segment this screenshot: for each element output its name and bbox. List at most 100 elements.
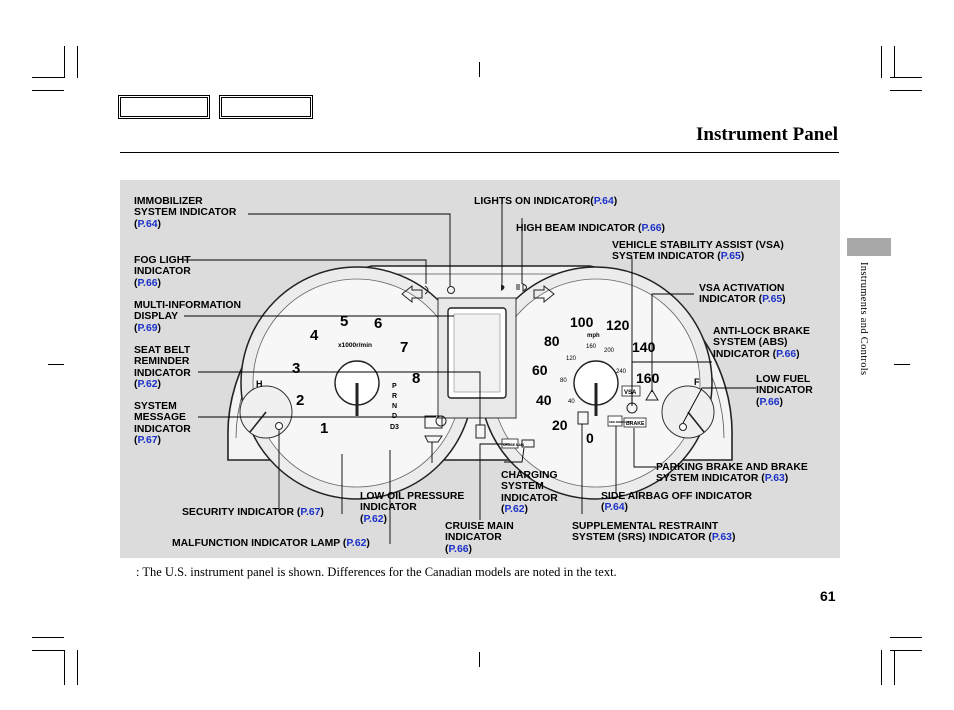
kmh-200: 200 xyxy=(604,348,615,354)
tach-num-8: 8 xyxy=(412,370,420,387)
tach-num-1: 1 xyxy=(320,420,328,437)
crop-mark xyxy=(64,46,65,78)
speed-num-80: 80 xyxy=(544,333,560,349)
crop-mark xyxy=(32,650,64,651)
srs-icon xyxy=(577,411,589,425)
speed-num-20: 20 xyxy=(552,417,568,433)
gear-d3: D3 xyxy=(390,424,399,431)
crop-mark xyxy=(894,364,910,365)
security-label: SECURITY INDICATOR (P.67) xyxy=(182,507,324,518)
system-message-icon xyxy=(435,415,447,427)
cruise-text: CRUISE MAIN xyxy=(503,443,525,447)
section-tab xyxy=(847,238,891,256)
crop-mark xyxy=(890,637,922,638)
seat-belt-label: SEAT BELT REMINDER INDICATOR (P.62) xyxy=(134,345,191,391)
tach-num-4: 4 xyxy=(310,327,319,344)
tach-num-2: 2 xyxy=(296,392,304,409)
malfunction-label: MALFUNCTION INDICATOR LAMP (P.62) xyxy=(172,538,370,549)
brake-icon xyxy=(623,417,647,428)
lights-on-label: LIGHTS ON INDICATOR(P.64) xyxy=(474,196,618,207)
temp-h: H xyxy=(256,379,263,389)
charging-icon xyxy=(521,439,535,448)
tach-num-7: 7 xyxy=(400,339,408,356)
fog-light-label: FOG LIGHT INDICATOR (P.66) xyxy=(134,255,191,289)
kmh-40: 40 xyxy=(568,399,575,405)
crop-mark xyxy=(32,90,64,91)
crop-mark xyxy=(32,77,64,78)
crop-mark xyxy=(77,46,78,78)
malfunction-icon xyxy=(424,415,443,429)
tach-unit: x1000r/min xyxy=(338,342,372,349)
low-fuel-icon xyxy=(679,423,687,431)
high-beam-icon xyxy=(516,283,527,292)
vsa-icon xyxy=(621,385,641,397)
right-turn-arrow-icon xyxy=(533,284,555,304)
cruise-main-icon xyxy=(501,438,519,449)
crop-mark xyxy=(894,650,895,685)
header-tab-box xyxy=(219,95,313,119)
kmh-120: 120 xyxy=(566,356,577,362)
srs-label: SUPPLEMENTAL RESTRAINT SYSTEM (SRS) INDI… xyxy=(572,521,736,544)
instrument-panel-figure: 1 2 3 4 5 6 7 8 x1000r/min P R N D D3 H … xyxy=(120,180,840,558)
vsa-activation-icon xyxy=(645,389,659,401)
crop-mark xyxy=(881,650,882,685)
speed-num-60: 60 xyxy=(532,362,548,378)
crop-mark xyxy=(479,62,480,77)
gear-p: P xyxy=(392,383,397,390)
side-airbag-off-icon xyxy=(607,415,623,427)
speed-num-40: 40 xyxy=(536,392,552,408)
kmh-240: 240 xyxy=(616,369,627,375)
multi-info-label: MULTI-INFORMATION DISPLAY (P.69) xyxy=(134,300,241,334)
fuel-f: F xyxy=(694,377,700,387)
brake-text: BRAKE xyxy=(626,421,645,427)
crop-mark xyxy=(32,637,64,638)
crop-mark xyxy=(881,46,882,78)
crop-mark xyxy=(479,652,480,667)
system-message-label: SYSTEM MESSAGE INDICATOR (P.67) xyxy=(134,401,191,447)
gear-n: N xyxy=(392,403,397,410)
speed-num-100: 100 xyxy=(570,314,594,330)
tach-num-6: 6 xyxy=(374,315,382,332)
speed-num-160: 160 xyxy=(636,370,660,386)
speed-num-120: 120 xyxy=(606,317,630,333)
low-oil-icon xyxy=(424,435,443,443)
page-title: Instrument Panel xyxy=(696,124,838,145)
vsa-label: VEHICLE STABILITY ASSIST (VSA) SYSTEM IN… xyxy=(612,240,784,263)
abs-label: ANTI-LOCK BRAKE SYSTEM (ABS) INDICATOR (… xyxy=(713,326,810,360)
gear-r: R xyxy=(392,393,397,400)
vsa-activation-label: VSA ACTIVATION INDICATOR (P.65) xyxy=(699,283,786,306)
lights-on-icon xyxy=(501,284,505,291)
left-turn-arrow-icon xyxy=(401,284,423,304)
tach-num-5: 5 xyxy=(340,313,348,330)
charging-label: CHARGING SYSTEM INDICATOR (P.62) xyxy=(501,470,558,516)
vsa-text: VSA xyxy=(624,390,637,396)
page-number: 61 xyxy=(820,588,836,604)
kmh-80: 80 xyxy=(560,378,567,384)
srs-off-text: SIDE AIRBAG OFF xyxy=(609,420,632,424)
speed-num-140: 140 xyxy=(632,339,656,355)
immobilizer-label: IMMOBILIZER SYSTEM INDICATOR (P.64) xyxy=(134,196,237,230)
header-tab-box xyxy=(118,95,210,119)
speed-unit: mph xyxy=(587,333,600,339)
gear-d: D xyxy=(392,413,397,420)
section-label: Instruments and Controls xyxy=(858,262,869,376)
header-rule xyxy=(120,152,839,153)
fog-light-icon xyxy=(424,285,429,295)
low-oil-label: LOW OIL PRESSURE INDICATOR (P.62) xyxy=(360,491,465,525)
cluster-drawing: 1 2 3 4 5 6 7 8 x1000r/min P R N D D3 H … xyxy=(184,202,756,544)
speed-num-0: 0 xyxy=(586,430,594,446)
cruise-main-label: CRUISE MAIN INDICATOR (P.66) xyxy=(445,521,514,555)
crop-mark xyxy=(890,90,922,91)
crop-mark xyxy=(890,77,922,78)
leader-lines xyxy=(184,202,756,544)
kmh-160: 160 xyxy=(586,344,597,350)
crop-mark xyxy=(894,46,895,78)
seat-belt-icon xyxy=(475,424,486,439)
side-airbag-label: SIDE AIRBAG OFF INDICATOR (P.64) xyxy=(601,491,753,514)
tach-num-3: 3 xyxy=(292,360,300,377)
security-icon xyxy=(275,422,283,430)
low-fuel-label: LOW FUEL INDICATOR (P.66) xyxy=(756,374,813,408)
crop-mark xyxy=(77,650,78,685)
high-beam-label: HIGH BEAM INDICATOR (P.66) xyxy=(516,223,665,234)
immobilizer-icon xyxy=(447,286,455,294)
